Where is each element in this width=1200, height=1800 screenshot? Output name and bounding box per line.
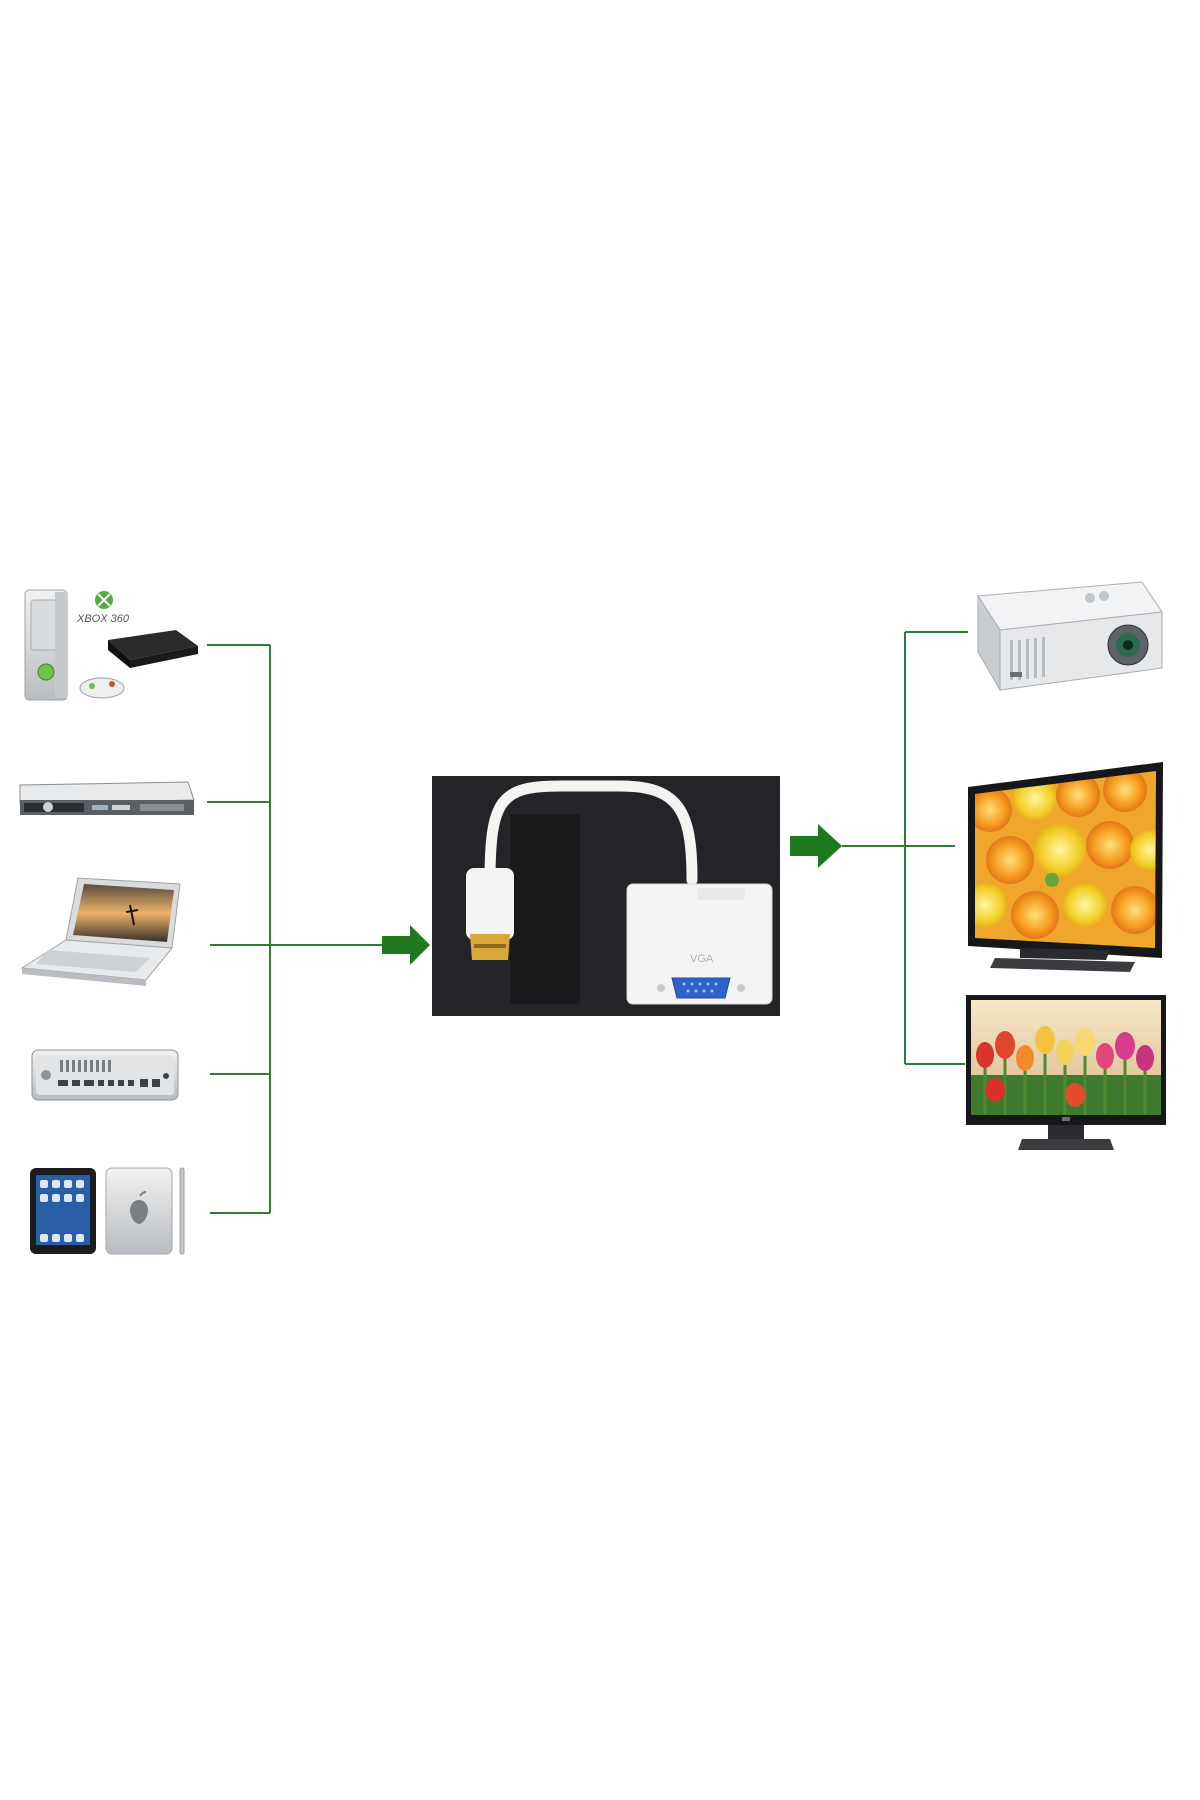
projector-icon — [977, 581, 1163, 692]
game-console-icon: XBOX 360 — [24, 589, 198, 701]
hdmi-to-vga-adapter-icon: VGA — [432, 776, 780, 1016]
source-connector-lines — [207, 644, 382, 1214]
tablet-icon — [30, 1167, 185, 1255]
monitor-icon — [966, 995, 1166, 1150]
xbox-360-logo: XBOX 360 — [76, 613, 130, 625]
dvd-player-icon — [19, 781, 195, 815]
output-connector-lines — [842, 631, 968, 1065]
output-arrow — [790, 824, 842, 868]
mac-mini-icon — [31, 1049, 179, 1101]
input-arrow — [382, 925, 430, 965]
adapter-port-label: VGA — [690, 953, 714, 965]
tv-icon — [968, 762, 1163, 972]
laptop-icon — [20, 877, 181, 986]
